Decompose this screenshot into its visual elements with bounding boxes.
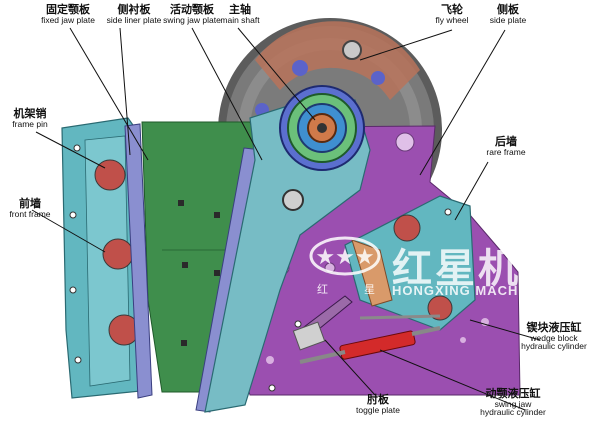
label-cn: 动颚液压缸 xyxy=(485,387,541,400)
label-en: side plate xyxy=(489,14,527,25)
label-swing-jaw-plate: 活动颚板 swing jaw plate xyxy=(152,4,232,24)
label-cn: 飞轮 xyxy=(441,3,463,16)
label-en-line2: hydraulic cylinder xyxy=(480,407,546,418)
label-cn: 锲块液压缸 xyxy=(526,321,582,334)
label-cn: 活动颚板 xyxy=(170,3,214,16)
label-en-line1: swing jaw xyxy=(494,398,532,409)
label-swing-jaw-cylinder: 动颚液压缸 swing jaw hydraulic cylinder xyxy=(468,388,558,417)
label-en: main shaft xyxy=(220,14,260,25)
wedge-block-hydraulic-cylinder xyxy=(359,314,441,320)
label-fly-wheel: 飞轮 fly wheel xyxy=(422,4,482,24)
watermark-small-right: 星 xyxy=(364,283,375,296)
label-en-line2: hydraulic cylinder xyxy=(521,341,587,352)
label-cn: 机架销 xyxy=(13,107,47,120)
wedge-block xyxy=(351,239,393,307)
label-side-plate: 侧板 side plate xyxy=(480,4,536,24)
label-en: rare frame xyxy=(486,146,526,157)
label-en: swing jaw plate xyxy=(163,14,221,25)
label-cn: 侧板 xyxy=(497,3,519,16)
label-rare-frame: 后墙 rare frame xyxy=(476,136,536,156)
label-frame-pin: 机架销 frame pin xyxy=(2,108,58,128)
svg-text:★★★: ★★★ xyxy=(315,245,374,270)
label-cn: 肘板 xyxy=(367,393,389,406)
watermark-brand-cn: 红星机器 xyxy=(392,246,564,292)
label-wedge-block-cylinder: 锲块液压缸 wedge block hydraulic cylinder xyxy=(508,322,600,351)
main-shaft xyxy=(279,85,365,171)
label-fixed-jaw-plate: 固定颚板 fixed jaw plate xyxy=(28,4,108,24)
toggle-plate xyxy=(292,295,353,351)
label-en: fly wheel xyxy=(435,14,469,25)
label-cn: 侧衬板 xyxy=(117,3,151,16)
watermark-logo: ★★★ xyxy=(309,236,381,276)
label-cn: 前墙 xyxy=(19,197,41,210)
label-cn: 主轴 xyxy=(229,3,251,16)
label-side-liner-plate: 侧衬板 side liner plate xyxy=(94,4,174,24)
label-cn: 后墙 xyxy=(495,135,517,148)
label-en-line1: wedge block xyxy=(530,332,578,343)
watermark-brand-en: HONGXING MACHINERY xyxy=(392,283,563,298)
label-en: front frame xyxy=(9,208,51,219)
label-toggle-plate: 肘板 toggle plate xyxy=(350,394,406,414)
watermark-small-left: 红 xyxy=(317,283,328,296)
label-en: frame pin xyxy=(12,118,48,129)
label-en: fixed jaw plate xyxy=(41,14,95,25)
leader-lines xyxy=(31,27,541,411)
label-front-frame: 前墙 front frame xyxy=(0,198,60,218)
label-cn: 固定颚板 xyxy=(46,3,90,16)
label-main-shaft: 主轴 main shaft xyxy=(212,4,268,24)
label-en: toggle plate xyxy=(356,404,400,415)
label-en: side liner plate xyxy=(106,14,162,25)
